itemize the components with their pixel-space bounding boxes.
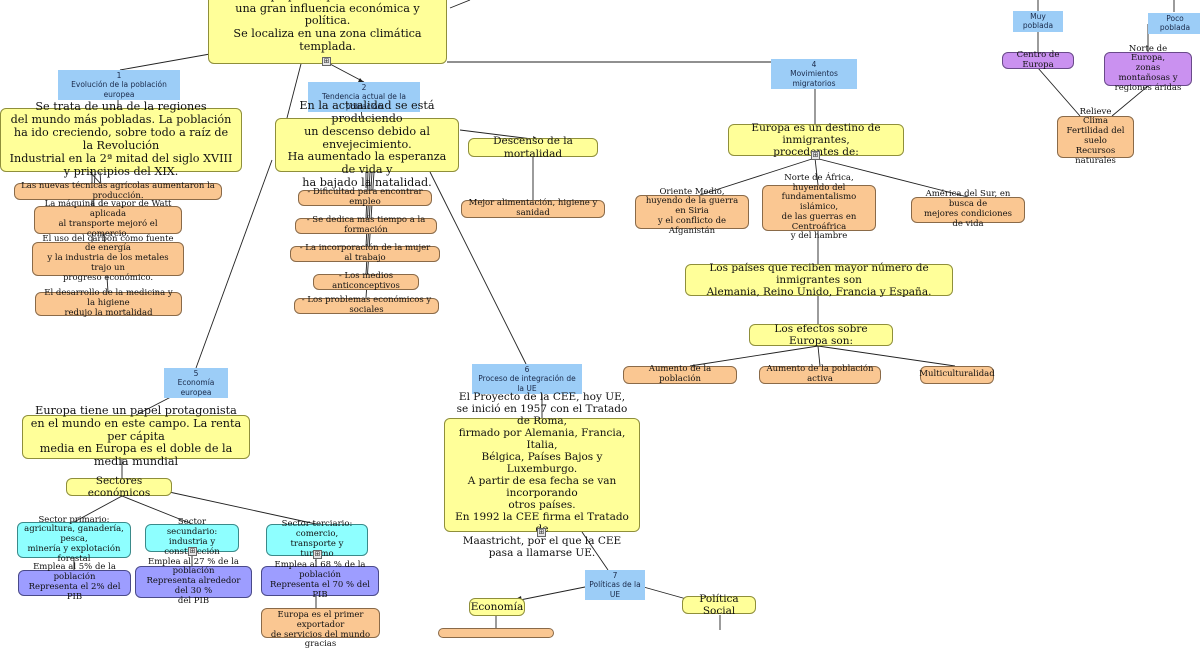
relieve-node[interactable]: Relieve Clima Fertilidad del suelo Recur… xyxy=(1057,107,1134,165)
label-muy-poblada: Muy poblada xyxy=(1013,11,1063,32)
effect-aumento-poblacion[interactable]: Aumento de la población xyxy=(623,364,737,384)
section1-item-2[interactable]: La máquina de vapor de Watt aplicada al … xyxy=(34,200,182,239)
label-poco-poblada: Poco poblada xyxy=(1148,13,1200,34)
effects-node[interactable]: Los efectos sobre Europa son: xyxy=(749,323,893,347)
label-section-1[interactable]: 1 Evolución de la población europea xyxy=(58,70,180,101)
expand-icon[interactable]: ⊞ xyxy=(811,151,820,160)
section1-item-1[interactable]: Las nuevas técnicas agrícolas aumentaron… xyxy=(14,181,222,200)
expand-icon[interactable]: ⊞ xyxy=(188,547,197,556)
label-section-4[interactable]: 4 Movimientos migratorios xyxy=(771,59,857,90)
section2-item-1[interactable]: - Dificultad para encontrar empleo xyxy=(298,187,432,207)
label-section-2[interactable]: 2 Tendencia actual de la población xyxy=(308,82,420,113)
origin-norte-africa[interactable]: Norte de África, huyendo del fundamental… xyxy=(762,173,876,241)
norte-europa-node[interactable]: Norte de Europa, zonas montañosas y regi… xyxy=(1104,44,1192,93)
section2-item-5[interactable]: - Los problemas económicos y sociales xyxy=(294,295,439,315)
exportador-node[interactable]: Europa es el primer exportador de servic… xyxy=(261,608,380,649)
origin-america-sur[interactable]: América del Sur, en busca de mejores con… xyxy=(911,190,1025,229)
sectores-node[interactable]: Sectores económicos xyxy=(66,475,172,499)
sector-primario-node[interactable]: Sector primario: agricultura, ganadería,… xyxy=(17,515,131,564)
receivers-node[interactable]: Los países que reciben mayor número de i… xyxy=(685,262,953,298)
expand-icon[interactable]: ⊞ xyxy=(322,57,331,66)
effect-multiculturalidad[interactable]: Multiculturalidad xyxy=(919,366,995,384)
section6-main-node[interactable]: El Proyecto de la CEE, hoy UE, se inició… xyxy=(444,391,640,559)
terciario-stat-node[interactable]: Emplea al 68 % de la población Represent… xyxy=(261,561,379,600)
section1-item-3[interactable]: El uso del carbón como fuente de energía… xyxy=(32,234,184,283)
label-section-6[interactable]: 6 Proceso de integración de la UE xyxy=(472,364,582,395)
section2-item-3[interactable]: - La incorporación de la mujer al trabaj… xyxy=(290,243,440,263)
section2-main-node[interactable]: En la actualidad se está produciendo un … xyxy=(275,99,459,189)
intro-node[interactable]: El mayor de todos es Rusia, que está sit… xyxy=(208,0,447,64)
label-section-5[interactable]: 5 Economía europea xyxy=(164,368,228,399)
expand-icon[interactable]: ⊞ xyxy=(313,550,322,559)
primario-stat-node[interactable]: Emplea al 5% de la población Representa … xyxy=(18,563,131,602)
centro-europa-node[interactable]: Centro de Europa xyxy=(1002,50,1074,69)
expand-icon[interactable]: ⊞ xyxy=(537,528,546,537)
origin-oriente-medio[interactable]: Oriente Medio, huyendo de la guerra en S… xyxy=(635,187,749,236)
mejor-alimentacion-node[interactable]: Mejor alimentación, higiene y sanidad xyxy=(461,198,605,218)
section1-main-node[interactable]: Se trata de una de la regiones del mundo… xyxy=(0,100,242,178)
section2-item-4[interactable]: - Los medios anticonceptivos xyxy=(313,271,419,291)
economia-node[interactable]: Economía xyxy=(469,598,525,616)
section2-item-2[interactable]: - Se dedica más tiempo a la formación xyxy=(295,215,437,235)
effect-poblacion-activa[interactable]: Aumento de la población activa xyxy=(759,364,881,384)
section4-main-node[interactable]: Europa es un destino de inmigrantes, pro… xyxy=(728,122,904,158)
section1-item-4[interactable]: El desarrollo de la medicina y la higien… xyxy=(35,288,182,318)
section5-main-node[interactable]: Europa tiene un papel protagonista en el… xyxy=(22,404,250,468)
secundario-stat-node[interactable]: Emplea al 27 % de la población Represent… xyxy=(135,557,252,606)
politica-social-node[interactable]: Política Social xyxy=(682,593,756,617)
label-section-7[interactable]: 7 Políticas de la UE xyxy=(585,570,645,601)
descenso-mortalidad-node[interactable]: Descenso de la mortalidad xyxy=(468,135,598,160)
